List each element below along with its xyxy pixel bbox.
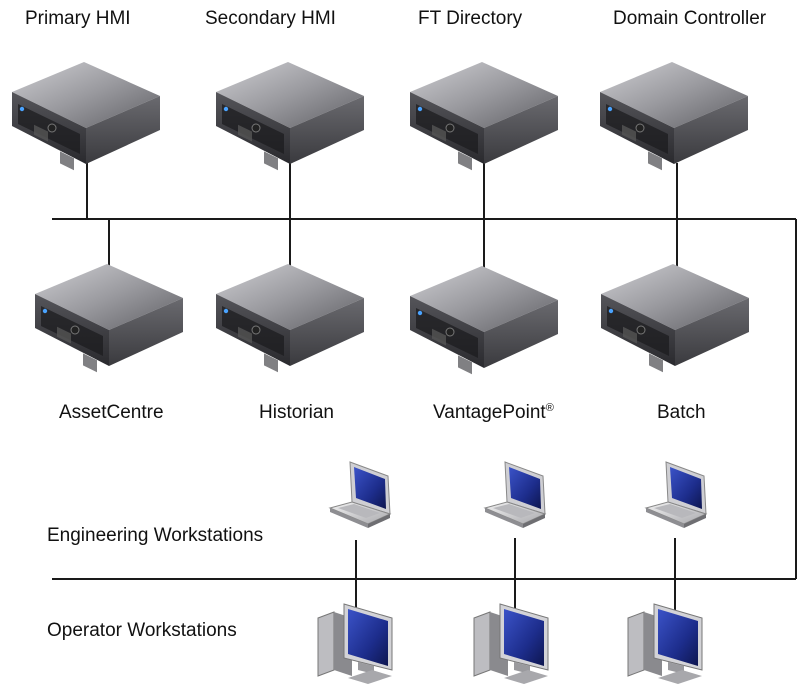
server-icon-domain-controller xyxy=(599,61,749,171)
desktop-monitor-icon-3 xyxy=(627,603,703,685)
label-primary-hmi: Primary HMI xyxy=(25,8,131,29)
label-domain-controller: Domain Controller xyxy=(613,8,767,29)
label-vantagepoint: VantagePoint® xyxy=(433,402,554,423)
server-icon-secondary-hmi xyxy=(215,61,365,171)
server-icon-assetcentre xyxy=(34,263,184,373)
server-icon-primary-hmi xyxy=(11,61,161,171)
label-operator-workstations: Operator Workstations xyxy=(47,620,237,641)
laptop-icon-2 xyxy=(484,461,546,529)
desktop-monitor-icon-1 xyxy=(317,603,393,685)
label-secondary-hmi: Secondary HMI xyxy=(205,8,336,29)
label-engineering-workstations: Engineering Workstations xyxy=(47,525,264,546)
laptop-icon-1 xyxy=(329,461,391,529)
label-batch: Batch xyxy=(657,402,706,423)
label-assetcentre: AssetCentre xyxy=(59,402,164,423)
server-icon-historian xyxy=(215,263,365,373)
registered-mark: ® xyxy=(545,402,554,414)
server-icon-vantagepoint xyxy=(409,265,559,375)
network-lines xyxy=(52,163,797,617)
label-historian: Historian xyxy=(259,402,334,423)
laptop-icon-3 xyxy=(645,461,707,529)
server-icon-ft-directory xyxy=(409,61,559,171)
label-vantagepoint-text: VantagePoint xyxy=(433,402,546,423)
label-ft-directory: FT Directory xyxy=(418,8,523,29)
server-icon-batch xyxy=(600,263,750,373)
desktop-monitor-icon-2 xyxy=(473,603,549,685)
